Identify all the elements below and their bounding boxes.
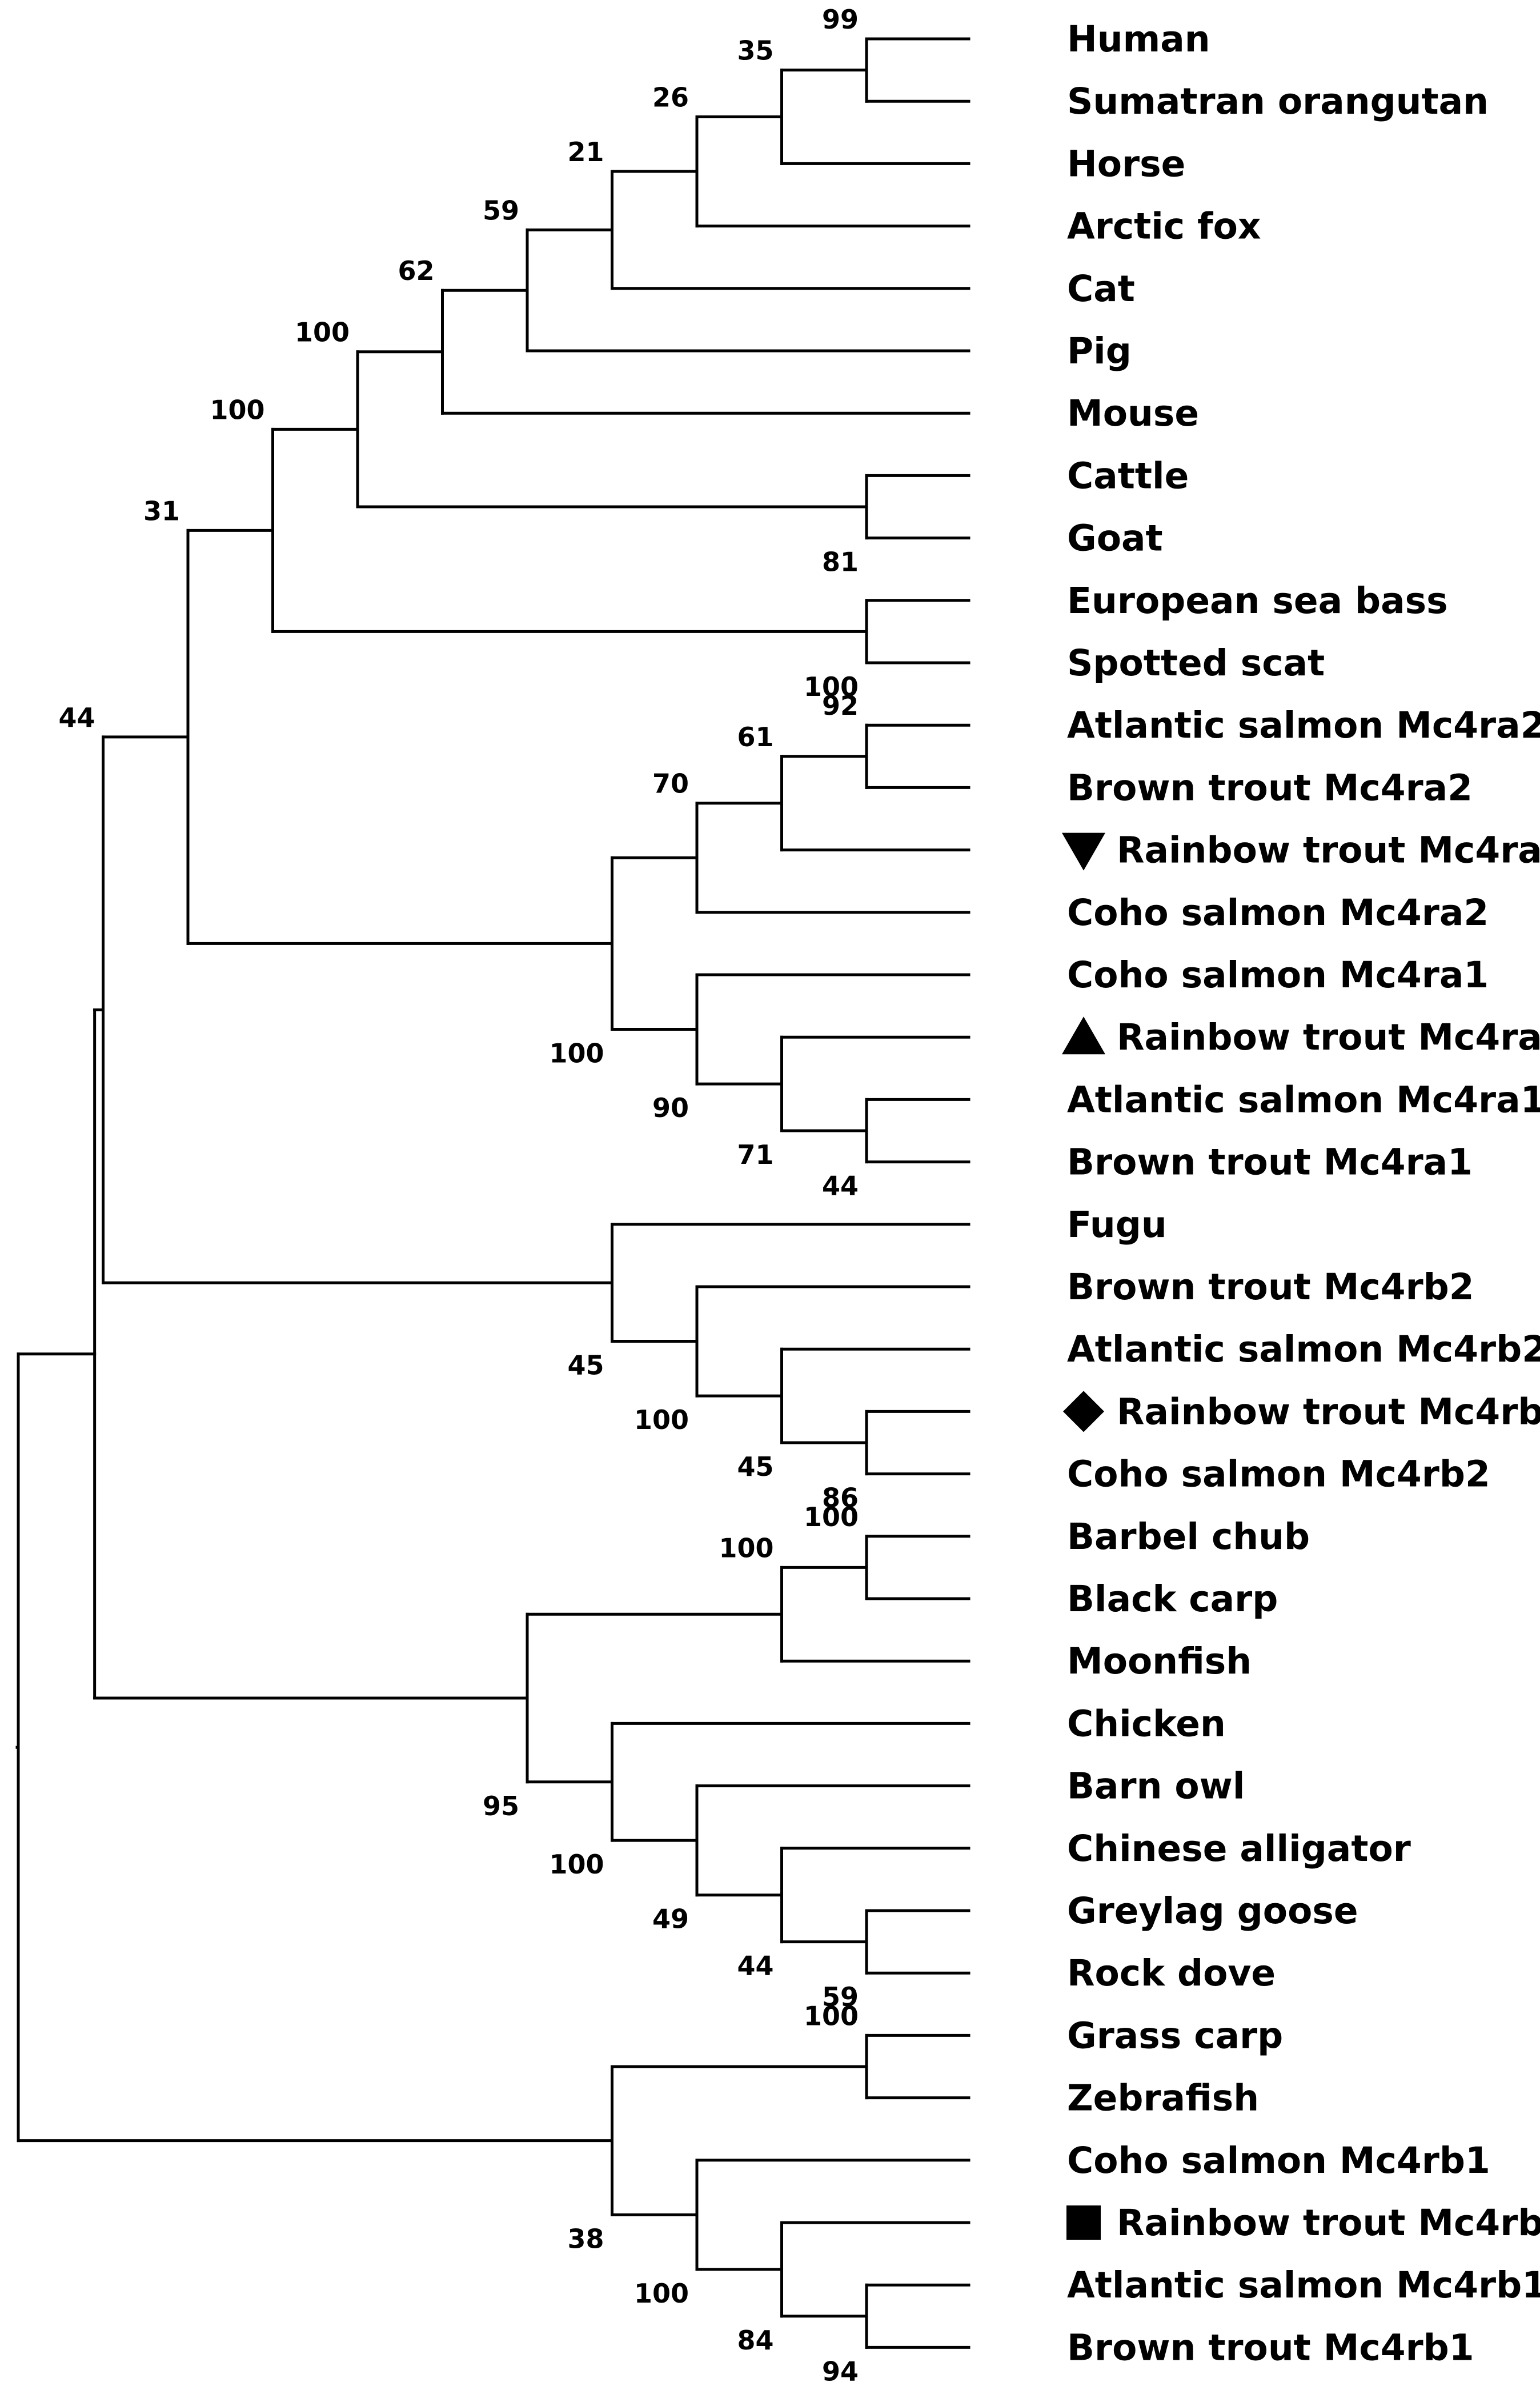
- taxon-label-arctic-fox: Arctic fox: [1067, 206, 1261, 247]
- taxon-label-goat: Goat: [1067, 518, 1163, 559]
- support-value: 100: [719, 1532, 773, 1563]
- support-value: 86: [822, 1483, 859, 1514]
- support-value: 92: [822, 690, 859, 721]
- taxon-label-european-sea-bass: European sea bass: [1067, 580, 1448, 622]
- tree-branches: [15, 37, 970, 2349]
- support-value: 21: [567, 137, 604, 167]
- taxon-label-chicken: Chicken: [1067, 1703, 1226, 1744]
- taxon-label-sumatran-orangutan: Sumatran orangutan: [1067, 81, 1489, 122]
- taxon-label-rock-dove: Rock dove: [1067, 1952, 1276, 1994]
- taxon-label-cat: Cat: [1067, 268, 1135, 310]
- taxon-label-rainbow-trout-mc4rb1: Rainbow trout Mc4rb1: [1117, 2202, 1540, 2244]
- taxon-label-atlantic-salmon-mc4ra2: Atlantic salmon Mc4ra2: [1067, 704, 1540, 746]
- support-value: 45: [567, 1350, 604, 1381]
- taxon-label-atlantic-salmon-mc4rb2: Atlantic salmon Mc4rb2: [1067, 1328, 1540, 1370]
- taxon-label-brown-trout-mc4ra1: Brown trout Mc4ra1: [1067, 1142, 1473, 1183]
- support-value: 71: [737, 1139, 773, 1170]
- support-value: 35: [737, 35, 773, 66]
- taxon-label-barn-owl: Barn owl: [1067, 1766, 1245, 1807]
- taxon-label-rainbow-trout-mc4rb2: Rainbow trout Mc4rb2: [1117, 1391, 1540, 1432]
- taxon-label-black-carp: Black carp: [1067, 1578, 1278, 1620]
- taxon-label-cattle: Cattle: [1067, 455, 1189, 497]
- taxon-label-coho-salmon-mc4rb2: Coho salmon Mc4rb2: [1067, 1454, 1490, 1495]
- support-value: 100: [804, 2000, 859, 2031]
- taxon-label-atlantic-salmon-mc4rb1: Atlantic salmon Mc4rb1: [1067, 2264, 1540, 2306]
- support-value: 100: [549, 1849, 604, 1880]
- taxon-label-zebrafish: Zebrafish: [1067, 2077, 1259, 2119]
- taxon-label-pig: Pig: [1067, 330, 1132, 372]
- support-value: 49: [652, 1904, 689, 1935]
- taxon-label-chinese-alligator: Chinese alligator: [1067, 1828, 1411, 1869]
- support-value: 59: [822, 1981, 859, 2012]
- taxon-label-grass-carp: Grass carp: [1067, 2015, 1283, 2056]
- support-value: 59: [483, 195, 519, 226]
- taxon-label-greylag-goose: Greylag goose: [1067, 1890, 1358, 1932]
- support-value: 61: [737, 722, 773, 752]
- triangle-up-icon: [1062, 1016, 1105, 1055]
- support-value: 100: [295, 317, 350, 348]
- taxon-label-barbel-chub: Barbel chub: [1067, 1516, 1310, 1558]
- taxon-label-horse: Horse: [1067, 143, 1185, 185]
- taxon-label-brown-trout-mc4ra2: Brown trout Mc4ra2: [1067, 767, 1473, 808]
- taxon-label-coho-salmon-mc4ra2: Coho salmon Mc4ra2: [1067, 892, 1489, 934]
- taxon-label-moonfish: Moonfish: [1067, 1640, 1252, 1682]
- taxon-label-spotted-scat: Spotted scat: [1067, 642, 1325, 684]
- diamond-icon: [1063, 1391, 1104, 1432]
- support-value: 100: [804, 671, 859, 702]
- support-value: 90: [652, 1092, 689, 1123]
- taxon-label-rainbow-trout-mc4ra1: Rainbow trout Mc4ra1: [1117, 1016, 1540, 1058]
- taxon-label-brown-trout-mc4rb2: Brown trout Mc4rb2: [1067, 1266, 1474, 1308]
- taxon-label-mouse: Mouse: [1067, 393, 1199, 434]
- square-icon: [1066, 2205, 1101, 2240]
- support-value: 81: [822, 547, 859, 578]
- support-value: 38: [567, 2223, 604, 2254]
- support-value: 100: [210, 394, 264, 425]
- support-value: 44: [58, 702, 95, 733]
- taxon-label-human: Human: [1067, 18, 1210, 60]
- support-value: 70: [652, 768, 689, 799]
- support-value: 44: [737, 1951, 773, 1981]
- support-value: 100: [634, 2278, 689, 2309]
- support-value: 44: [822, 1171, 859, 1202]
- support-value: 62: [398, 255, 434, 286]
- taxon-label-coho-salmon-mc4rb1: Coho salmon Mc4rb1: [1067, 2140, 1490, 2181]
- support-value: 100: [634, 1404, 689, 1435]
- taxon-label-coho-salmon-mc4ra1: Coho salmon Mc4ra1: [1067, 954, 1489, 996]
- support-value: 100: [549, 1038, 604, 1069]
- support-value: 26: [652, 82, 689, 113]
- support-value: 84: [737, 2325, 773, 2356]
- triangle-down-icon: [1062, 832, 1105, 871]
- support-value: 45: [737, 1451, 773, 1482]
- taxon-label-brown-trout-mc4rb1: Brown trout Mc4rb1: [1067, 2327, 1474, 2368]
- taxon-label-atlantic-salmon-mc4ra1: Atlantic salmon Mc4ra1: [1067, 1079, 1540, 1120]
- support-value: 95: [483, 1791, 519, 1821]
- support-value: 94: [822, 2356, 859, 2386]
- support-value: 100: [804, 1502, 859, 1532]
- support-value: 99: [822, 4, 859, 35]
- taxon-label-rainbow-trout-mc4ra2: Rainbow trout Mc4ra2: [1117, 830, 1540, 871]
- taxon-label-fugu: Fugu: [1067, 1204, 1167, 1246]
- bootstrap-support-values: 9935262159628110010010092617044719010031…: [58, 4, 859, 2386]
- support-value: 31: [143, 495, 180, 526]
